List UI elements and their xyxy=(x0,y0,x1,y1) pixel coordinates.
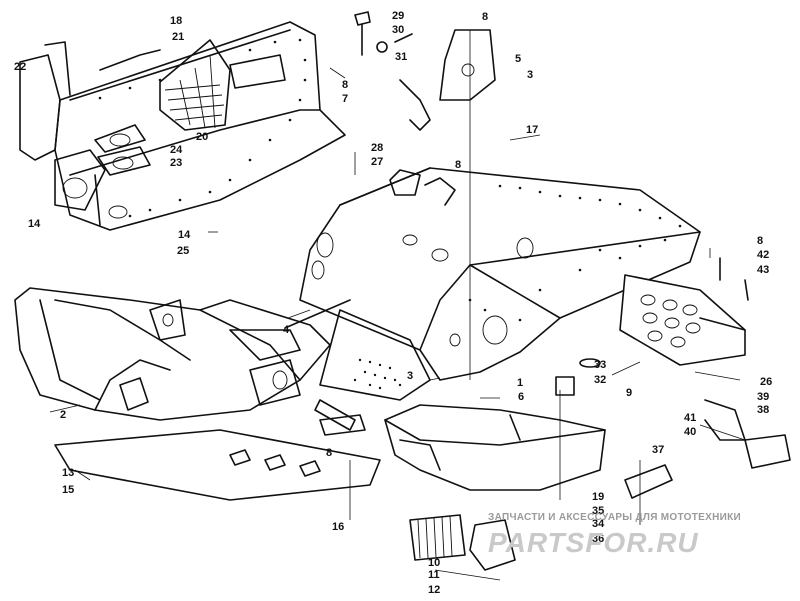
callout-11: 11 xyxy=(428,569,440,581)
callout-23: 23 xyxy=(170,157,182,169)
callout-26: 26 xyxy=(760,376,772,388)
callout-30: 30 xyxy=(392,24,404,36)
callout-42: 42 xyxy=(757,249,769,261)
callout-labels: 1 2 3 3 4 5 6 7 8 8 8 8 8 9 10 11 12 13 … xyxy=(14,10,772,596)
watermark-brand: PARTSFOR.RU xyxy=(488,527,699,558)
callout-13: 13 xyxy=(62,467,74,479)
callout-20: 20 xyxy=(196,131,208,143)
callout-36: 36 xyxy=(592,533,604,545)
callout-7: 7 xyxy=(342,93,348,105)
front-bulkhead xyxy=(19,21,346,231)
callout-19: 19 xyxy=(592,491,604,503)
callout-33: 33 xyxy=(594,359,606,371)
callout-37: 37 xyxy=(652,444,664,456)
belly-pan xyxy=(384,404,606,491)
callout-27: 27 xyxy=(371,156,383,168)
callout-2: 2 xyxy=(60,409,66,421)
callout-14b: 14 xyxy=(178,229,191,241)
bumper-bracket xyxy=(619,274,746,366)
callout-40: 40 xyxy=(684,426,696,438)
skid-plate xyxy=(54,414,381,501)
lower-front-frame xyxy=(14,287,431,421)
callout-14a: 14 xyxy=(28,218,41,230)
leader-lines xyxy=(49,30,746,581)
callout-22: 22 xyxy=(14,61,26,73)
callout-5: 5 xyxy=(515,53,521,65)
callout-8e: 8 xyxy=(326,447,332,459)
rear-tunnel xyxy=(299,167,701,381)
callout-8b: 8 xyxy=(342,79,348,91)
callout-8d: 8 xyxy=(757,235,763,247)
callout-35: 35 xyxy=(592,505,604,517)
callout-21: 21 xyxy=(172,31,184,43)
callout-8c: 8 xyxy=(455,159,461,171)
callout-8a: 8 xyxy=(482,11,488,23)
callout-39: 39 xyxy=(757,391,769,403)
callout-41: 41 xyxy=(684,412,696,424)
callout-32: 32 xyxy=(594,374,606,386)
callout-24: 24 xyxy=(170,144,183,156)
callout-15: 15 xyxy=(62,484,74,496)
watermark-tagline: ЗАПЧАСТИ И АКСЕССУАРЫ ДЛЯ МОТОТЕХНИКИ xyxy=(488,512,741,523)
callout-3a: 3 xyxy=(527,69,533,81)
callout-16: 16 xyxy=(332,521,344,533)
callout-43: 43 xyxy=(757,264,769,276)
callout-18: 18 xyxy=(170,15,182,27)
callout-6: 6 xyxy=(518,391,524,403)
callout-4: 4 xyxy=(283,324,290,336)
callout-10: 10 xyxy=(428,557,440,569)
callout-31: 31 xyxy=(395,51,407,63)
callout-29: 29 xyxy=(392,10,404,22)
callout-17: 17 xyxy=(526,124,538,136)
callout-12: 12 xyxy=(428,584,440,596)
callout-34: 34 xyxy=(592,518,605,530)
callout-28: 28 xyxy=(371,142,383,154)
callout-3b: 3 xyxy=(407,370,413,382)
callout-1: 1 xyxy=(517,377,523,389)
callout-9: 9 xyxy=(626,387,632,399)
callout-25: 25 xyxy=(177,245,189,257)
watermark: ЗАПЧАСТИ И АКСЕССУАРЫ ДЛЯ МОТОТЕХНИКИ PA… xyxy=(488,512,741,558)
hardware xyxy=(284,11,791,571)
callout-38: 38 xyxy=(757,404,769,416)
